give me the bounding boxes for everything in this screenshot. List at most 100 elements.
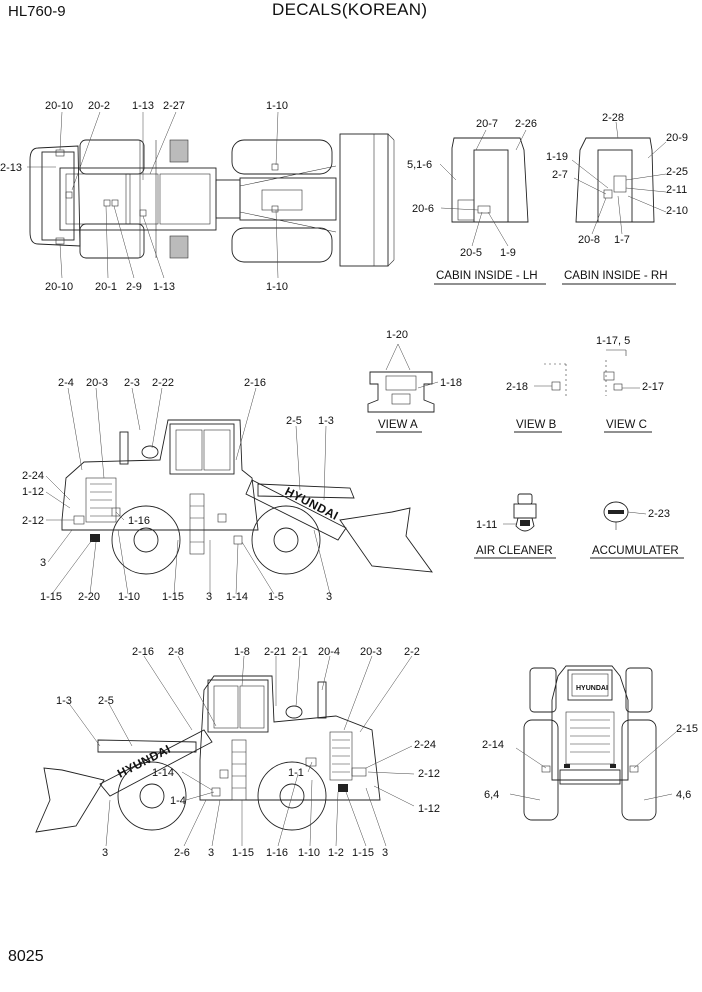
callout-label: 1-16 <box>266 847 288 859</box>
callout-label: 2-8 <box>168 646 184 658</box>
callout-label: 3 <box>326 591 332 603</box>
callout-label: 1-10 <box>118 591 140 603</box>
callout-label: 2-25 <box>666 166 688 178</box>
callout-label: 2-24 <box>22 470 44 482</box>
callout-label: 4,6 <box>676 789 691 801</box>
callout-label: 1-2 <box>328 847 344 859</box>
callout-label: 20-7 <box>476 118 498 130</box>
callout-label: 1-4 <box>170 795 186 807</box>
callout-label: 2-17 <box>642 381 664 393</box>
view-c-caption: VIEW C <box>606 419 647 431</box>
callout-label: 20-3 <box>360 646 382 658</box>
model-number: HL760-9 <box>8 3 66 20</box>
brand-logo-text: HYUNDAI <box>576 685 608 692</box>
callout-label: 1-13 <box>153 281 175 293</box>
callout-label: 1-14 <box>152 767 174 779</box>
callout-label: 2-16 <box>244 377 266 389</box>
callout-label: 3 <box>206 591 212 603</box>
cabin-lh-caption: CABIN INSIDE - LH <box>436 270 538 282</box>
callout-label: 2-21 <box>264 646 286 658</box>
callout-label: 1-11 <box>476 519 497 531</box>
callout-label: 2-16 <box>132 646 154 658</box>
callout-label: 2-27 <box>163 100 185 112</box>
callout-label: 1-15 <box>40 591 62 603</box>
callout-label: 2-7 <box>552 169 568 181</box>
callout-label: 3 <box>102 847 108 859</box>
callout-label: 20-4 <box>318 646 340 658</box>
callout-label: 1-14 <box>226 591 248 603</box>
air-cleaner-caption: AIR CLEANER <box>476 545 553 557</box>
right-side-view: HYUNDAI 2-16 2-8 1-8 2-21 2-1 20-4 20-3 … <box>35 646 440 859</box>
callout-label: 2-15 <box>676 723 698 735</box>
callout-label: 1-10 <box>266 281 288 293</box>
cabin-inside-rh: 2-28 20-9 1-19 2-25 2-7 2-11 2-10 20-8 1… <box>546 112 688 285</box>
callout-label: 2-1 <box>292 646 308 658</box>
callout-label: 2-28 <box>602 112 624 124</box>
callout-label: 1-16 <box>128 515 150 527</box>
callout-label: 1-15 <box>162 591 184 603</box>
callout-label: 2-6 <box>174 847 190 859</box>
callout-label: 2-3 <box>124 377 140 389</box>
view-b-caption: VIEW B <box>516 419 557 431</box>
page-title: DECALS(KOREAN) <box>272 0 428 19</box>
callout-label: 20-10 <box>45 100 73 112</box>
callout-label: 1-10 <box>298 847 320 859</box>
callout-label: 6,4 <box>484 789 499 801</box>
accumulator: 2-23 ACCUMULATER <box>590 501 684 559</box>
callout-label: 2-5 <box>98 695 114 707</box>
callout-label: 20-6 <box>412 203 434 215</box>
cabin-rh-caption: CABIN INSIDE - RH <box>564 270 668 282</box>
callout-label: 2-2 <box>404 646 420 658</box>
callout-label: 2-13 <box>0 162 22 174</box>
callout-label: 1-20 <box>386 329 408 341</box>
view-c: 1-17, 5 2-17 VIEW C <box>596 335 664 433</box>
callout-label: 1-3 <box>318 415 334 427</box>
air-cleaner: 1-11 AIR CLEANER <box>474 493 556 559</box>
callout-label: 1-12 <box>22 486 44 498</box>
callout-label: 3 <box>382 847 388 859</box>
accumulator-caption: ACCUMULATER <box>592 545 679 557</box>
callout-label: 3 <box>40 557 46 569</box>
callout-label: 1-5 <box>268 591 284 603</box>
callout-label: 2-23 <box>648 508 670 520</box>
callout-label: 1-9 <box>500 247 516 259</box>
callout-label: 20-3 <box>86 377 108 389</box>
callout-label: 2-24 <box>414 739 436 751</box>
callout-label: 2-14 <box>482 739 504 751</box>
callout-label: 1-15 <box>232 847 254 859</box>
callout-label: 2-5 <box>286 415 302 427</box>
left-side-view: HYUNDAI 2-4 20-3 2-3 2-22 2-16 2-5 1-3 2… <box>22 377 433 603</box>
callout-label: 1-18 <box>440 377 462 389</box>
callout-label: 3 <box>208 847 214 859</box>
callout-label: 20-8 <box>578 234 600 246</box>
callout-label: 1-19 <box>546 151 568 163</box>
callout-label: 2-22 <box>152 377 174 389</box>
callout-label: 2-20 <box>78 591 100 603</box>
callout-label: 20-5 <box>460 247 482 259</box>
callout-label: 20-2 <box>88 100 110 112</box>
top-view: 20-10 20-2 1-13 2-27 1-10 2-13 20-10 20-… <box>0 100 395 293</box>
callout-label: 2-10 <box>666 205 688 217</box>
view-a-caption: VIEW A <box>378 419 418 431</box>
callout-label: 20-1 <box>95 281 117 293</box>
callout-label: 1-12 <box>418 803 440 815</box>
callout-label: 2-12 <box>22 515 44 527</box>
callout-label: 1-15 <box>352 847 374 859</box>
callout-label: 1-1 <box>288 767 304 779</box>
callout-label: 1-10 <box>266 100 288 112</box>
callout-label: 20-10 <box>45 281 73 293</box>
callout-label: 2-4 <box>58 377 74 389</box>
callout-label: 2-12 <box>418 768 440 780</box>
callout-label: 5,1-6 <box>407 159 432 171</box>
callout-label: 1-13 <box>132 100 154 112</box>
rear-view: HYUNDAI 2-14 2-15 6,4 4,6 <box>482 665 698 821</box>
callout-label: 1-17, 5 <box>596 335 630 347</box>
view-b: 2-18 VIEW B <box>506 363 567 433</box>
callout-label: 20-9 <box>666 132 688 144</box>
page-number: 8025 <box>8 948 44 965</box>
callout-label: 1-8 <box>234 646 250 658</box>
view-a: 1-20 1-18 VIEW A <box>367 329 462 433</box>
callout-label: 2-9 <box>126 281 142 293</box>
callout-label: 1-3 <box>56 695 72 707</box>
